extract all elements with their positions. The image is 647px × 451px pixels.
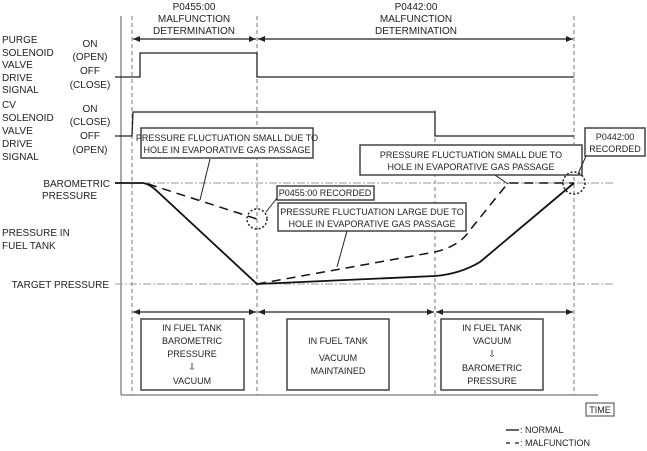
barometric-label: BAROMETRIC xyxy=(43,179,110,190)
stage-box-2 xyxy=(286,318,390,391)
legend-normal-label: : NORMAL xyxy=(520,425,564,435)
stage-text: BAROMETRIC xyxy=(162,336,223,346)
label-line: SOLENOID xyxy=(2,48,54,59)
cv-signal-trace xyxy=(115,111,574,137)
callout-text: HOLE IN EVAPORATIVE GAS PASSAGE xyxy=(143,145,310,155)
callout-small-fluctuation-2 xyxy=(359,144,583,176)
off-label: OFF xyxy=(80,131,100,142)
time-axis-label-box xyxy=(585,402,615,417)
target-pressure-label: TARGET PRESSURE xyxy=(12,280,110,291)
callout-leader xyxy=(199,158,211,201)
stage-box-1 xyxy=(140,318,245,391)
phase-code: P0455:00 xyxy=(173,2,216,13)
stage-text: IN FUEL TANK xyxy=(162,323,222,333)
down-arrow-icon: ⇩ xyxy=(488,349,496,359)
callout-text: PRESSURE FLUCTUATION LARGE DUE TO xyxy=(280,207,464,217)
legend: : NORMAL : MALFUNCTION xyxy=(506,425,590,448)
stage-text: VACUUM xyxy=(473,336,511,346)
callout-p0442-recorded xyxy=(584,127,646,157)
callout-text: PRESSURE FLUCTUATION SMALL DUE TO xyxy=(136,133,318,143)
off-label: (OPEN) xyxy=(73,145,108,156)
label-line: DRIVE xyxy=(2,139,33,150)
p0442-detection-circle xyxy=(562,171,586,195)
callout-leader xyxy=(577,155,587,175)
label-line: DRIVE xyxy=(2,73,33,84)
tank-pressure-label: FUEL TANK xyxy=(2,241,56,252)
pressure-labels: BAROMETRIC PRESSURE PRESSURE IN FUEL TAN… xyxy=(2,179,110,291)
phase-line1: MALFUNCTION xyxy=(158,14,230,25)
callout-text: P0442:00 xyxy=(596,132,635,142)
stage-text: VACUUM xyxy=(173,376,211,386)
on-label: ON xyxy=(83,104,98,115)
down-arrow-icon: ⇩ xyxy=(188,362,196,372)
stage-text: MAINTAINED xyxy=(311,366,366,376)
purge-signal-trace xyxy=(115,52,574,78)
callout-text: P0455:00 RECORDED xyxy=(279,188,372,198)
label-line: CV xyxy=(2,100,16,111)
label-line: VALVE xyxy=(2,126,33,137)
stage-text: IN FUEL TANK xyxy=(462,323,522,333)
phase-line2: DETERMINATION xyxy=(153,26,235,37)
callout-p0455-recorded xyxy=(276,185,375,201)
phase-line1: MALFUNCTION xyxy=(380,14,452,25)
phase-line2: DETERMINATION xyxy=(375,26,457,37)
p0455-detection-circle xyxy=(246,208,268,230)
callout-leader xyxy=(336,230,348,268)
purge-signal-label: PURGE SOLENOID VALVE DRIVE SIGNAL ON (OP… xyxy=(2,35,110,96)
callout-large-fluctuation xyxy=(277,202,467,232)
callout-text: HOLE IN EVAPORATIVE GAS PASSAGE xyxy=(387,162,554,172)
label-line: VALVE xyxy=(2,60,33,71)
on-label: ON xyxy=(83,39,98,50)
barometric-label: PRESSURE xyxy=(42,191,97,202)
phase-p0442: P0442:00 MALFUNCTION DETERMINATION xyxy=(258,2,573,42)
label-line: SIGNAL xyxy=(2,85,39,96)
tank-pressure-label: PRESSURE IN xyxy=(2,228,70,239)
time-axis-label: TIME xyxy=(589,405,611,415)
off-label: OFF xyxy=(80,66,100,77)
phase-p0455: P0455:00 MALFUNCTION DETERMINATION xyxy=(133,2,256,42)
stage-text: VACUUM xyxy=(319,353,357,363)
stage-text: IN FUEL TANK xyxy=(308,336,368,346)
callout-text: RECORDED xyxy=(589,144,641,154)
label-line: SIGNAL xyxy=(2,152,39,163)
legend-malfunction-label: : MALFUNCTION xyxy=(520,438,590,448)
callout-text: HOLE IN EVAPORATIVE GAS PASSAGE xyxy=(288,219,455,229)
callout-leader xyxy=(265,197,278,213)
malfunction-pressure-curve-p0442 xyxy=(256,182,574,285)
on-label: (OPEN) xyxy=(73,52,108,63)
stage-text: PRESSURE xyxy=(167,349,217,359)
callout-small-fluctuation-1 xyxy=(140,127,314,159)
label-line: PURGE xyxy=(2,35,38,46)
phase-code: P0442:00 xyxy=(395,2,438,13)
callout-leader xyxy=(494,174,509,185)
on-label: (CLOSE) xyxy=(70,117,111,128)
stage-text: PRESSURE xyxy=(467,376,517,386)
cv-signal-label: CV SOLENOID VALVE DRIVE SIGNAL ON (CLOSE… xyxy=(2,100,110,163)
malfunction-pressure-curve-p0455 xyxy=(147,183,258,220)
label-line: SOLENOID xyxy=(2,113,54,124)
callout-text: PRESSURE FLUCTUATION SMALL DUE TO xyxy=(380,150,562,160)
stage-text: BAROMETRIC xyxy=(462,363,523,373)
off-label: (CLOSE) xyxy=(70,80,111,91)
stage-box-3 xyxy=(440,318,544,391)
